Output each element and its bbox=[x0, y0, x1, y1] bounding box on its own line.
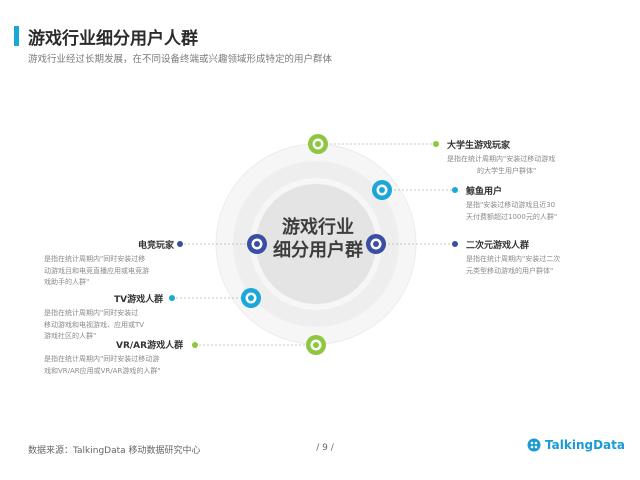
segment-college: 大学生游戏玩家 是指在统计周期内"安装过移动游戏 的大学生用户群体" bbox=[447, 138, 555, 177]
dot-end bbox=[192, 342, 198, 348]
desc-line: 是指在统计周期内"安装过二次 bbox=[466, 255, 561, 263]
segment-desc: 是指在统计周期内"同时安装过移 动游戏且和电竞直播应用或电竞游 戏助手的人群" bbox=[44, 254, 174, 289]
desc-line: 游戏社区的人群" bbox=[44, 332, 97, 340]
dot-end bbox=[177, 241, 183, 247]
center-line-2: 细分用户群 bbox=[273, 240, 363, 261]
segment-title: TV游戏人群 bbox=[114, 295, 164, 305]
segment-desc: 是指在统计周期内"同时安装过 移动游戏和电视游戏、应用或TV 游戏社区的人群" bbox=[44, 308, 174, 343]
dot-end bbox=[452, 241, 458, 247]
desc-line: 戏和VR/AR应用或VR/AR游戏的人群" bbox=[44, 366, 161, 375]
node-college bbox=[308, 134, 328, 154]
segment-tv: TV游戏人群 是指在统计周期内"同时安装过 移动游戏和电视游戏、应用或TV 游戏… bbox=[44, 292, 174, 343]
segment-title: 电竞玩家 bbox=[137, 241, 174, 251]
desc-line: 移动游戏和电视游戏、应用或TV bbox=[44, 320, 145, 329]
segment-title: 鲸鱼用户 bbox=[466, 187, 503, 197]
dot-end bbox=[169, 295, 175, 301]
page-number: / 9 / bbox=[316, 443, 334, 453]
segment-title: 大学生游戏玩家 bbox=[447, 141, 511, 151]
brand-logo: TalkingData bbox=[527, 438, 625, 452]
segment-desc: 是指在统计周期内"安装过二次 元类型移动游戏的用户群体" bbox=[466, 254, 560, 277]
desc-line: 是指在统计周期内"同时安装过移动游 bbox=[44, 355, 160, 363]
desc-line: 是指在统计周期内"同时安装过 bbox=[44, 309, 139, 317]
segment-acg: 二次元游戏人群 是指在统计周期内"安装过二次 元类型移动游戏的用户群体" bbox=[466, 238, 560, 277]
center-title: 游戏行业 细分用户群 bbox=[258, 216, 378, 262]
desc-line: 的大学生用户群体" bbox=[477, 166, 537, 175]
talkingdata-logo-icon bbox=[527, 438, 541, 452]
segment-title: VR/AR游戏人群 bbox=[116, 341, 184, 351]
desc-line: 是指在统计周期内"安装过移动游戏 bbox=[447, 155, 556, 163]
inner-core bbox=[256, 184, 376, 304]
segment-desc: 是指在统计周期内"安装过移动游戏 的大学生用户群体" bbox=[447, 154, 555, 177]
desc-line: 动游戏且和电竞直播应用或电竞游 bbox=[44, 266, 149, 275]
segment-title: 二次元游戏人群 bbox=[466, 241, 530, 251]
node-tv bbox=[241, 288, 261, 308]
desc-line: 是指"安装过移动游戏且近30 bbox=[466, 201, 556, 209]
dot-end bbox=[433, 141, 439, 147]
desc-line: 戏助手的人群" bbox=[44, 278, 90, 286]
connector-lines bbox=[172, 143, 452, 346]
data-source: 数据来源：TalkingData 移动数据研究中心 bbox=[28, 446, 201, 456]
segment-vrar: VR/AR游戏人群 是指在统计周期内"同时安装过移动游 戏和VR/AR应用或VR… bbox=[44, 338, 194, 377]
node-vrar bbox=[306, 335, 326, 355]
dot-end bbox=[452, 187, 458, 193]
page-title: 游戏行业细分用户人群 bbox=[28, 29, 198, 49]
logo-text: TalkingData bbox=[545, 438, 625, 452]
node-acg bbox=[366, 234, 386, 254]
desc-line: 是指在统计周期内"同时安装过移 bbox=[44, 255, 146, 263]
node-whale bbox=[372, 180, 392, 200]
segment-desc: 是指"安装过移动游戏且近30 天付费额超过1000元的人群" bbox=[466, 200, 557, 223]
page-subtitle: 游戏行业经过长期发展，在不同设备终端或兴趣领域形成特定的用户群体 bbox=[28, 54, 333, 65]
desc-line: 元类型移动游戏的用户群体" bbox=[466, 266, 554, 275]
node-esports bbox=[247, 234, 267, 254]
segment-desc: 是指在统计周期内"同时安装过移动游 戏和VR/AR应用或VR/AR游戏的人群" bbox=[44, 354, 194, 377]
title-accent-bar bbox=[14, 26, 19, 46]
segment-esports: 电竞玩家 是指在统计周期内"同时安装过移 动游戏且和电竞直播应用或电竞游 戏助手… bbox=[44, 238, 174, 289]
desc-line: 天付费额超过1000元的人群" bbox=[466, 212, 558, 221]
segment-whale: 鲸鱼用户 是指"安装过移动游戏且近30 天付费额超过1000元的人群" bbox=[466, 184, 557, 223]
center-line-1: 游戏行业 bbox=[282, 217, 354, 238]
